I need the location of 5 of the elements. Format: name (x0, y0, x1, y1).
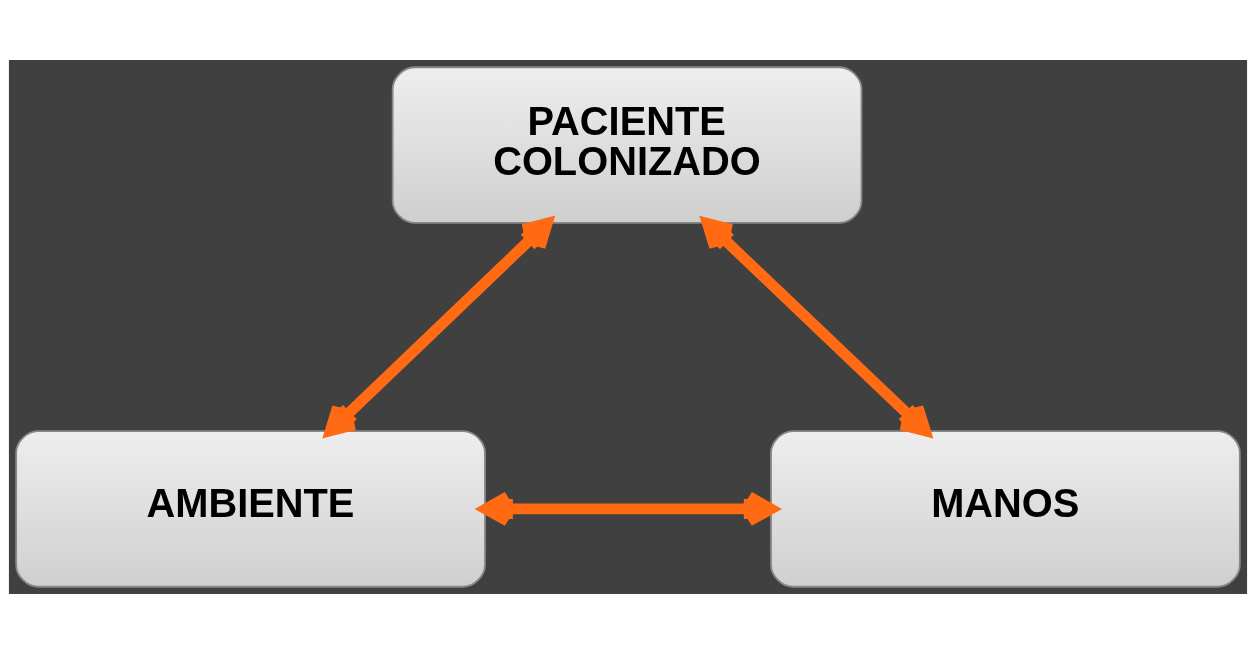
arrow (324, 217, 553, 437)
node-box: AMBIENTE (15, 430, 486, 588)
node-box: MANOS (770, 430, 1241, 588)
arrow (701, 217, 931, 437)
node-box: PACIENTE COLONIZADO (391, 66, 863, 224)
